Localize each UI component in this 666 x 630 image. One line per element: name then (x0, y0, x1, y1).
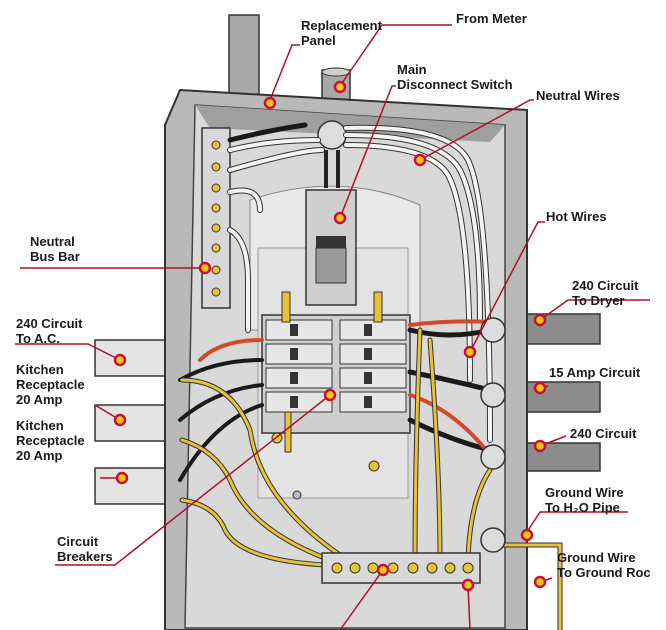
dot-ground-pipe (520, 528, 534, 542)
labels: Replacement Panel From Meter Main Discon… (16, 11, 651, 580)
dot-240-dryer (533, 313, 547, 327)
label-from-meter: From Meter (456, 11, 527, 26)
dot-ground-bar (376, 563, 390, 577)
dot-neutral-wires (413, 153, 427, 167)
label-kitchen-2: Kitchen Receptacle 20 Amp (16, 418, 88, 463)
wires (178, 122, 563, 630)
main-disconnect-switch (305, 120, 357, 306)
label-240-dryer: 240 Circuit To Dryer (572, 278, 642, 308)
circuit-breakers (261, 291, 411, 500)
dot-hot-wires (463, 345, 477, 359)
label-main-disconnect: Main Disconnect Switch (397, 62, 513, 92)
label-kitchen-1: Kitchen Receptacle 20 Amp (16, 362, 88, 407)
label-ground-pipe: Ground Wire To H₂O Pipe (545, 485, 627, 515)
label-15-amp: 15 Amp Circuit (549, 365, 641, 380)
label-replacement-panel: Replacement Panel (301, 18, 386, 48)
label-240: 240 Circuit (570, 426, 637, 441)
dot-replacement-panel (263, 96, 277, 110)
dot-breakers (323, 388, 337, 402)
label-240-ac: 240 Circuit To A.C. (16, 316, 86, 346)
dot-240-ac (113, 353, 127, 367)
label-hot-wires: Hot Wires (546, 209, 607, 224)
label-neutral-bus-bar: Neutral Bus Bar (30, 234, 80, 264)
label-ground-rod: Ground Wire To Ground Roc (557, 550, 651, 580)
leader-lines (15, 24, 650, 630)
callout-dots (113, 80, 547, 592)
dot-15-amp (533, 381, 547, 395)
label-circuit-breakers: Circuit Breakers (57, 534, 113, 564)
dot-240 (533, 439, 547, 453)
ground-bus-bar (321, 552, 481, 584)
label-neutral-wires: Neutral Wires (536, 88, 620, 103)
dot-from-meter (333, 80, 347, 94)
dot-ground-rod (533, 575, 547, 589)
dot-main-disconnect (333, 211, 347, 225)
dot-neutral-bus-bar (198, 261, 212, 275)
dot-kitchen-1 (113, 413, 127, 427)
neutral-bus-bar (201, 127, 231, 309)
cable-clamps (480, 317, 506, 553)
dot-ground-bar-2 (461, 578, 475, 592)
dot-kitchen-2 (115, 471, 129, 485)
